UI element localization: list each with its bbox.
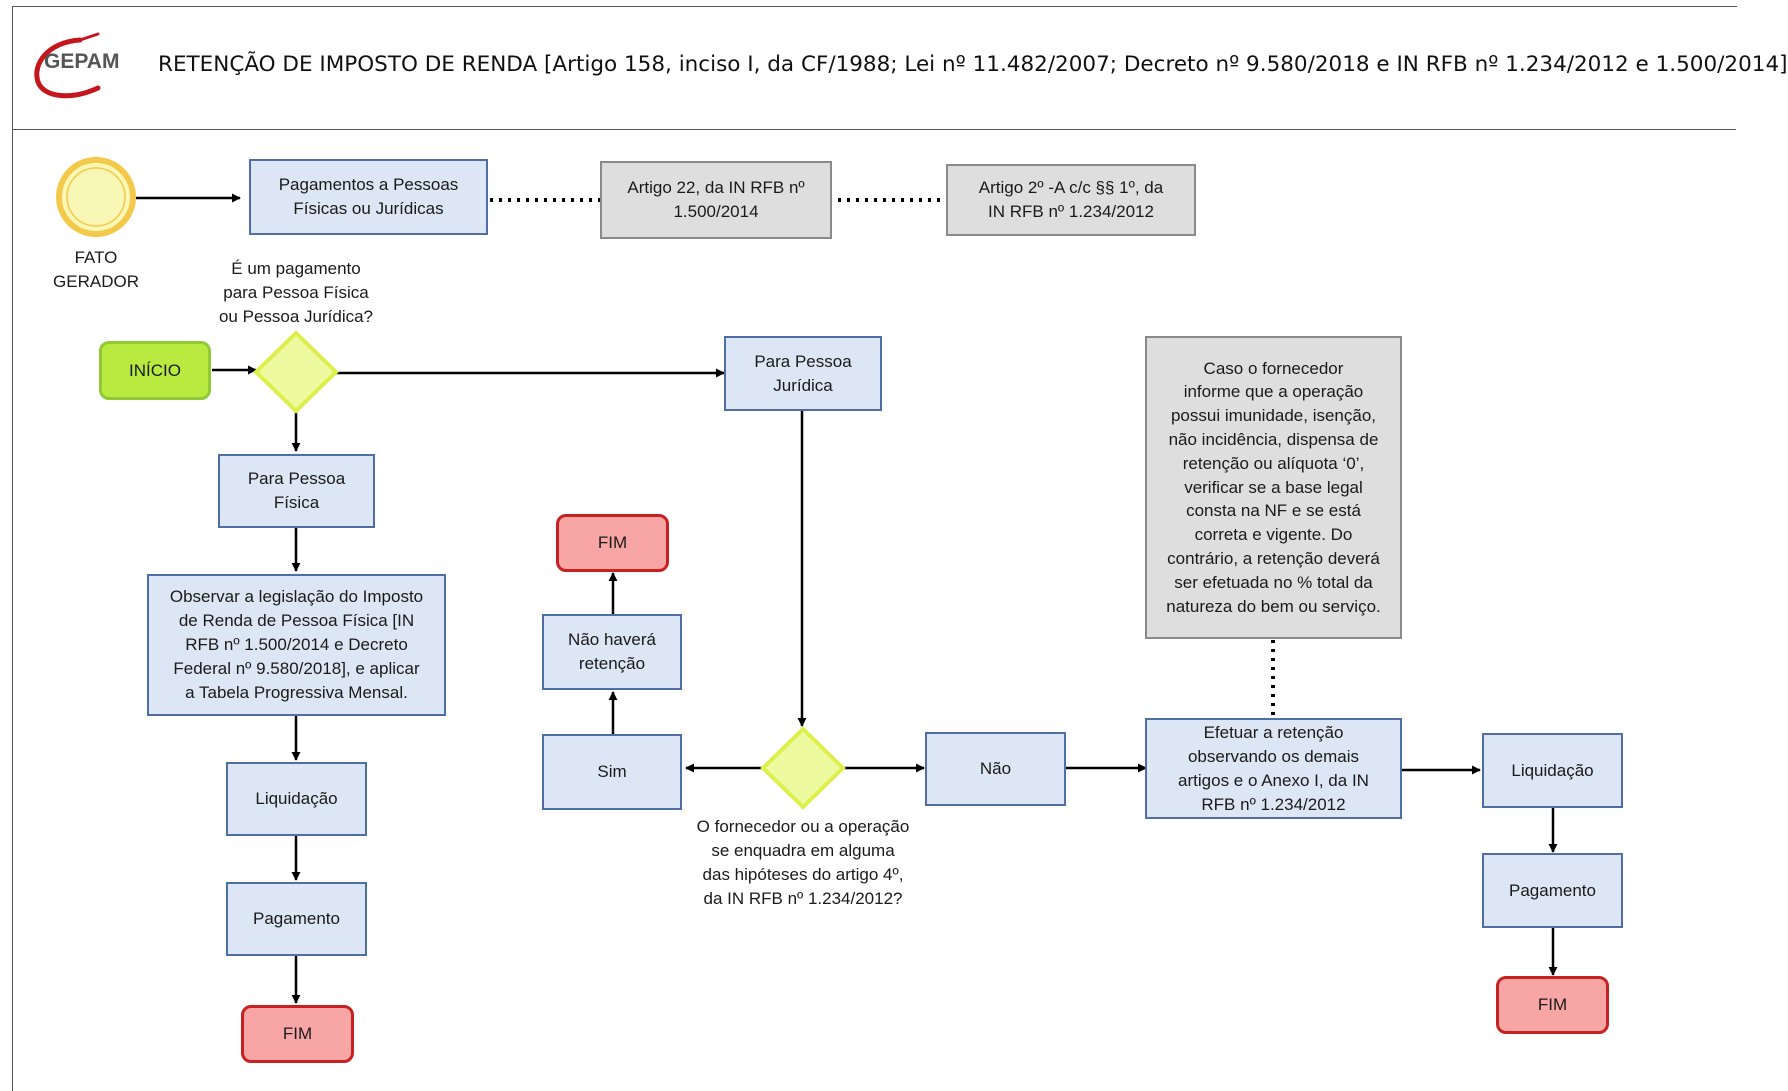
start-inicio[interactable]: INÍCIO <box>99 341 211 400</box>
note-artigo22: Artigo 22, da IN RFB nº 1.500/2014 <box>600 161 832 239</box>
question-artigo4: O fornecedor ou a operação se enquadra e… <box>696 817 910 908</box>
task-pagamento-left[interactable]: Pagamento <box>226 882 367 956</box>
task-pessoa-juridica[interactable]: Para Pessoa Jurídica <box>724 336 882 411</box>
task-pagamentos[interactable]: Pagamentos a Pessoas Físicas ou Jurídica… <box>249 159 488 235</box>
task-liquidacao-right[interactable]: Liquidação <box>1482 733 1623 808</box>
note-caso-fornecedor: Caso o fornecedor informe que a operação… <box>1145 336 1402 639</box>
logo-swoosh <box>34 37 101 99</box>
note-artigo2a: Artigo 2º -A c/c §§ 1º, da IN RFB nº 1.2… <box>946 164 1196 236</box>
fato-gerador-event-inner <box>66 167 126 227</box>
task-sim[interactable]: Sim <box>542 734 682 810</box>
gepam-logo: GEPAM <box>34 32 119 99</box>
task-pessoa-fisica[interactable]: Para Pessoa Física <box>218 454 375 528</box>
header-divider <box>12 129 1736 130</box>
task-liquidacao-left[interactable]: Liquidação <box>226 762 367 836</box>
end-fim-left[interactable]: FIM <box>241 1005 354 1063</box>
task-efetuar-retencao[interactable]: Efetuar a retenção observando os demais … <box>1145 718 1402 819</box>
task-nao[interactable]: Não <box>925 732 1066 806</box>
end-fim-right[interactable]: FIM <box>1496 976 1609 1034</box>
task-observar-legislacao[interactable]: Observar a legislação do Imposto de Rend… <box>147 574 446 716</box>
page-title: RETENÇÃO DE IMPOSTO DE RENDA [Artigo 158… <box>158 52 1788 77</box>
gateway-pf-pj <box>253 330 339 414</box>
task-nao-havera-retencao[interactable]: Não haverá retenção <box>542 614 682 690</box>
page-frame <box>12 6 1737 1091</box>
fato-gerador-label: FATO GERADOR <box>53 248 139 291</box>
end-fim-middle[interactable]: FIM <box>556 514 669 572</box>
question-pf-pj: É um pagamento para Pessoa Física ou Pes… <box>218 259 374 326</box>
logo-text: GEPAM <box>44 50 119 73</box>
task-pagamento-right[interactable]: Pagamento <box>1482 853 1623 928</box>
fato-gerador-event <box>56 157 136 237</box>
gateway-artigo4 <box>760 726 846 810</box>
logo-swoosh-tip <box>78 32 100 42</box>
flow-connectors <box>56 157 1558 1004</box>
